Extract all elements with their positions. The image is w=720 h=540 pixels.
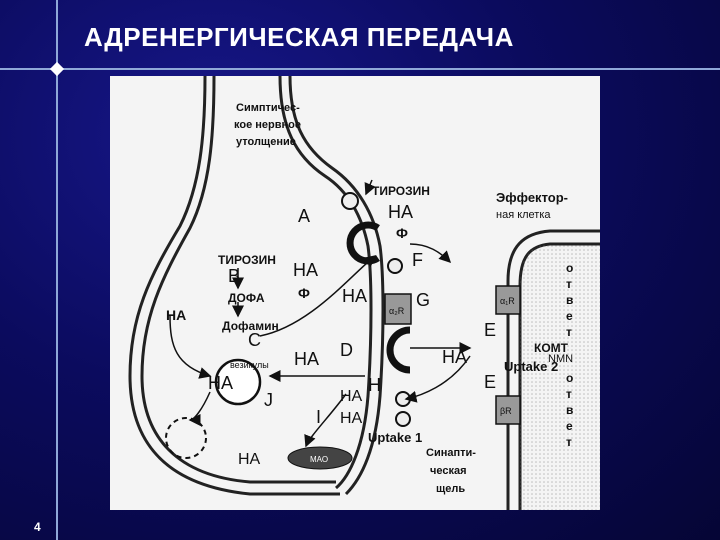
letter-f: F: [412, 250, 423, 270]
pathway-arrows: [169, 179, 472, 448]
receptor-beta: βR: [495, 395, 521, 425]
na-upper-label: НА: [388, 202, 413, 222]
svg-text:щель: щель: [436, 483, 465, 495]
left-rule: [56, 0, 58, 540]
svg-text:α₂R: α₂R: [389, 306, 405, 316]
svg-text:е: е: [566, 309, 573, 323]
svg-text:ческая: ческая: [430, 465, 467, 477]
transporter-lower: [386, 326, 411, 374]
svg-text:т: т: [566, 435, 572, 449]
svg-text:Эффектор-: Эффектор-: [496, 190, 568, 205]
svg-text:ная клетка: ная клетка: [496, 209, 551, 221]
receptor-alpha2: α₂R: [384, 293, 412, 325]
svg-text:βR: βR: [500, 406, 512, 416]
tyrosine-inner-label: ТИРОЗИН: [218, 253, 276, 267]
terminal-label: Симптичес- кое нервное утолщение: [234, 102, 301, 148]
otvet-upper-label: о т в е т: [566, 261, 573, 339]
effector-label: Эффектор- ная клетка: [496, 190, 568, 221]
receptor-alpha1: α₁R: [495, 285, 521, 315]
svg-text:в: в: [566, 293, 573, 307]
letter-j: J: [264, 390, 273, 410]
na-vesicle-upper: НА: [293, 260, 318, 280]
tyrosine-transporter-top: [341, 192, 359, 210]
vesicle-main: [214, 358, 262, 406]
membrane-circle-h2: [395, 411, 411, 427]
uptake1-label: Uptake 1: [368, 430, 422, 445]
na-left-label: НА: [166, 307, 186, 323]
na-center-label: НА: [294, 349, 319, 369]
phi-vesicle-label: Ф: [298, 285, 310, 301]
otvet-lower-label: о т в е т: [566, 371, 573, 449]
svg-text:о: о: [566, 261, 573, 275]
nerve-terminal-membrane: [128, 76, 385, 496]
na-mid-label: НА: [342, 286, 367, 306]
svg-text:т: т: [566, 387, 572, 401]
na-bottom-label: НА: [238, 451, 261, 468]
svg-text:Симптичес-: Симптичес-: [236, 102, 300, 114]
letter-d: D: [340, 340, 353, 360]
svg-text:Синапти-: Синапти-: [426, 447, 476, 459]
svg-text:о: о: [566, 371, 573, 385]
svg-text:т: т: [566, 277, 572, 291]
letter-a: A: [298, 206, 310, 226]
na-vesicle-label: НА: [208, 373, 233, 393]
adrenergic-diagram: α₂R α₁R βR МАО Симптичес- кое нервное ут…: [110, 76, 600, 510]
svg-text:утолщение: утолщение: [236, 136, 296, 148]
letter-b: B: [228, 266, 240, 286]
na-cleft-label: НА: [442, 347, 467, 367]
letter-c: C: [248, 330, 261, 350]
membrane-circle-f: [387, 258, 403, 274]
svg-text:в: в: [566, 403, 573, 417]
mao-structure: МАО: [287, 446, 353, 470]
effector-cell-fill: [520, 244, 600, 510]
letter-e-upper: E: [484, 320, 496, 340]
tyrosine-upper-label: ТИРОЗИН: [372, 184, 430, 198]
letter-h: H: [368, 375, 381, 395]
svg-text:МАО: МАО: [310, 455, 328, 464]
vesicle-dashed: [165, 417, 207, 459]
letter-i: I: [316, 407, 321, 427]
dopa-label: ДОФА: [228, 291, 265, 305]
comt-label: КОМТ: [534, 341, 569, 355]
svg-text:т: т: [566, 325, 572, 339]
letter-e-lower: E: [484, 372, 496, 392]
slide-title: АДРЕНЕРГИЧЕСКАЯ ПЕРЕДАЧА: [84, 22, 514, 52]
uptake2-label: Uptake 2: [504, 359, 558, 374]
na-lower-1: НА: [340, 388, 363, 405]
nmn-label: NMN: [548, 353, 573, 365]
letter-g: G: [416, 290, 430, 310]
dopamine-label: Дофамин: [222, 319, 279, 333]
svg-text:кое нервное: кое нервное: [234, 119, 301, 131]
svg-text:е: е: [566, 419, 573, 433]
cleft-label: Синапти- ческая щель: [426, 447, 476, 495]
vesicles-label: везикулы: [230, 360, 269, 370]
phi-upper-label: Ф: [396, 225, 408, 241]
title-underline: [0, 68, 720, 70]
svg-text:α₁R: α₁R: [500, 296, 515, 306]
na-lower-2: НА: [340, 410, 363, 427]
page-number: 4: [34, 520, 41, 534]
